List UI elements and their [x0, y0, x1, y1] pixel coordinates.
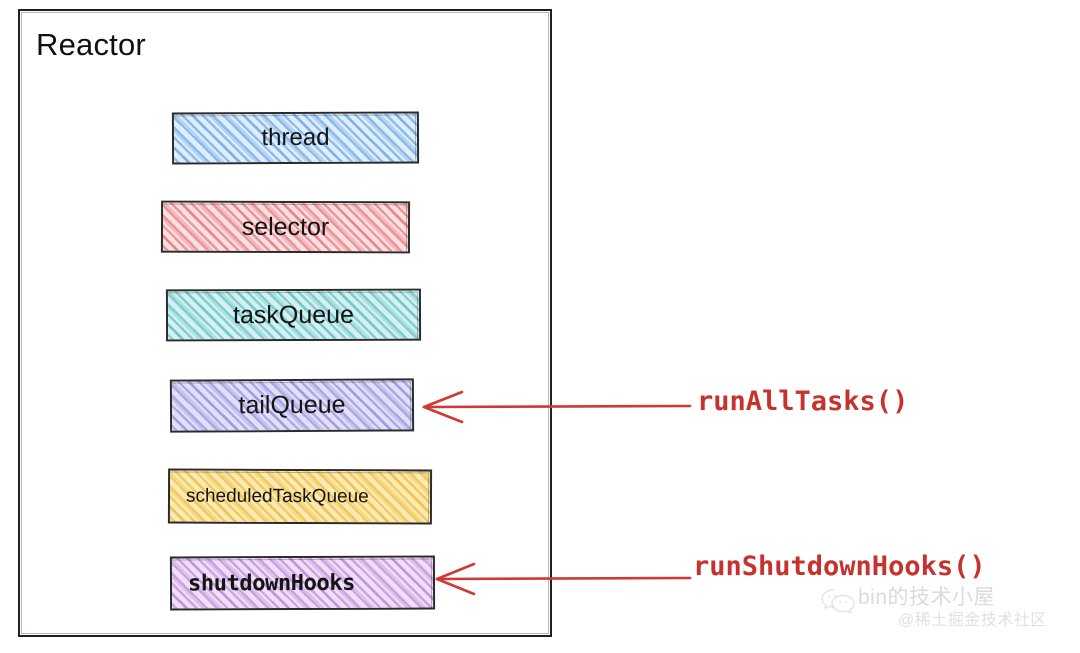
- field-label-tailqueue: tailQueue: [238, 390, 346, 420]
- field-box-selector: selector: [160, 200, 411, 254]
- wechat-bubbles-icon: [821, 589, 855, 614]
- field-label-shutdownhooks: shutdownHooks: [187, 570, 356, 596]
- field-label-selector: selector: [241, 212, 330, 241]
- field-label-taskqueue: taskQueue: [232, 300, 354, 329]
- annotation-label-runalltasks: runAllTasks(): [697, 386, 909, 417]
- annotation-label-runshutdownhooks: runShutdownHooks(): [693, 551, 986, 582]
- watermark-line2: @稀土掘金技术社区: [898, 612, 1047, 629]
- reactor-container: [18, 9, 552, 637]
- field-label-scheduledtaskqueue: scheduledTaskQueue: [185, 485, 369, 507]
- field-box-tailqueue: tailQueue: [169, 378, 415, 433]
- field-label-thread: thread: [261, 123, 330, 152]
- field-box-taskqueue: taskQueue: [165, 288, 422, 342]
- watermark-line1: bin的技术小屋: [858, 586, 996, 609]
- field-box-thread: thread: [171, 111, 420, 165]
- field-box-shutdownhooks: shutdownHooks: [169, 555, 436, 611]
- watermark: bin的技术小屋 @稀土掘金技术社区: [820, 585, 1076, 647]
- reactor-title: Reactor: [36, 27, 146, 62]
- field-box-scheduledtaskqueue: scheduledTaskQueue: [167, 468, 433, 525]
